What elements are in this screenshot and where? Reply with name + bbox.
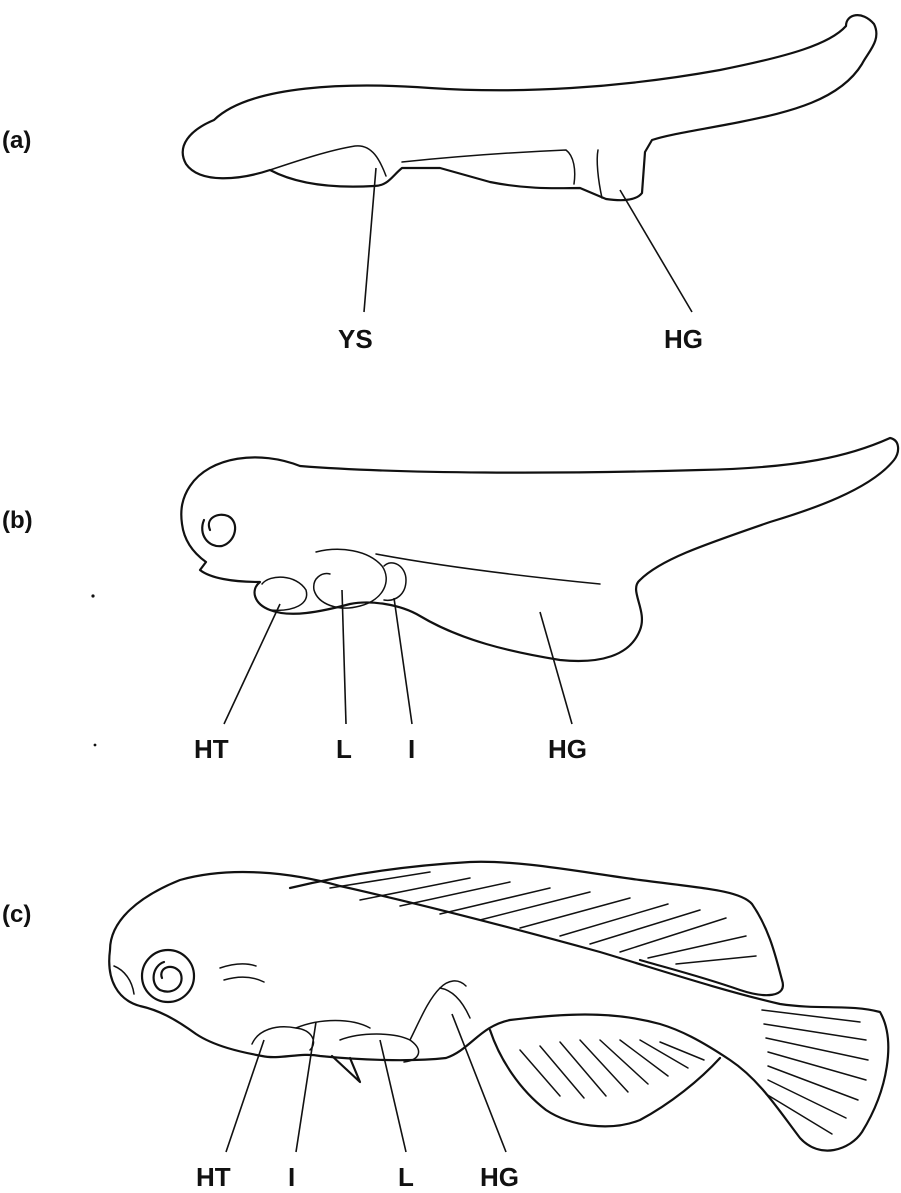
stage-c-caudal-fin-rays xyxy=(762,1010,868,1134)
stage-c-l-label: L xyxy=(398,1162,414,1192)
stage-c-i-leader xyxy=(296,1022,316,1152)
stage-c-intestine-outline xyxy=(296,1021,370,1029)
stage-a-label: (a) xyxy=(2,127,31,154)
stage-b-i-label: I xyxy=(408,734,415,764)
stage-b-l-label: L xyxy=(336,734,352,764)
stage-b-body-outline xyxy=(181,438,898,661)
stage-a-hindgut-line xyxy=(597,150,602,198)
stage-b-speck-2 xyxy=(94,744,97,747)
stage-b-intestine-outline xyxy=(384,563,406,600)
stage-b-liver-outline xyxy=(314,549,386,608)
stage-c-hg-label: HG xyxy=(480,1162,519,1192)
stage-b-gut-line xyxy=(376,554,600,584)
stage-b-heart-outline xyxy=(262,577,307,610)
stage-b: (b) HT L I HG xyxy=(2,438,898,764)
stage-c-l-leader xyxy=(380,1040,406,1152)
stage-b-hg-leader xyxy=(540,612,572,724)
stage-c-dorsal-fin xyxy=(290,862,783,995)
stage-a-ys-label: YS xyxy=(338,324,373,354)
stage-b-i-leader xyxy=(394,598,412,724)
stage-a-hg-leader xyxy=(620,190,692,312)
stage-c-anal-fin-rays xyxy=(520,1040,704,1098)
stage-c-eye-spiral xyxy=(154,962,182,992)
stage-c-label: (c) xyxy=(2,901,31,928)
stage-c-operculum-2 xyxy=(224,977,264,982)
stage-b-l-leader xyxy=(342,590,346,724)
stage-b-eye xyxy=(202,515,235,546)
stage-b-label: (b) xyxy=(2,507,33,534)
stage-b-ht-label: HT xyxy=(194,734,229,764)
stage-c-ht-leader xyxy=(226,1040,264,1152)
stage-c-eye-ring xyxy=(142,950,194,1002)
stage-a-ys-leader xyxy=(364,168,376,312)
stage-b-speck-1 xyxy=(91,594,94,597)
stage-a-hg-label: HG xyxy=(664,324,703,354)
stage-a-yolk-sac-line xyxy=(270,146,386,176)
stage-a: (a) YS HG xyxy=(2,15,876,354)
stage-c-i-label: I xyxy=(288,1162,295,1192)
stage-c-hindgut-fold xyxy=(440,981,466,988)
stage-c-ht-label: HT xyxy=(196,1162,231,1192)
stage-c-operculum-1 xyxy=(220,964,256,968)
stage-a-body-outline xyxy=(183,15,877,200)
stage-c: (c) xyxy=(2,862,888,1192)
stage-c-hindgut-outline xyxy=(410,988,470,1040)
stage-b-ht-leader xyxy=(224,604,280,724)
stage-b-hg-label: HG xyxy=(548,734,587,764)
